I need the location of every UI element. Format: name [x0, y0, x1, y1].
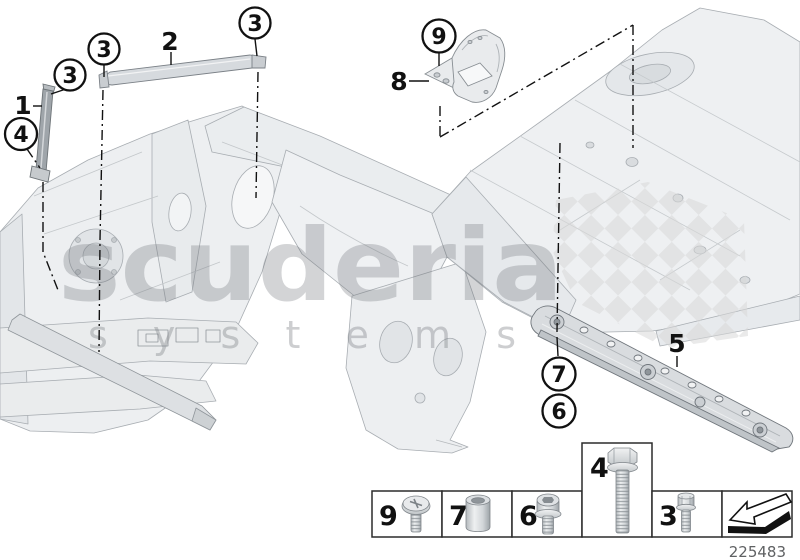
callout-circle-4[interactable]: 4 [3, 116, 39, 152]
part-1-brace[interactable] [29, 83, 56, 183]
svg-text:6: 6 [551, 400, 566, 425]
leader-lines [26, 24, 678, 367]
callout-circle-3a[interactable]: 3 [53, 58, 87, 92]
legend-number-4: 4 [590, 453, 609, 484]
svg-text:7: 7 [551, 363, 566, 388]
svg-text:4: 4 [13, 123, 28, 148]
callout-label-1[interactable]: 1 [14, 91, 31, 120]
callout-label-2[interactable]: 2 [161, 27, 178, 56]
frame-rail-upper [0, 317, 259, 374]
legend-number-3: 3 [659, 501, 678, 532]
legend-number-7: 7 [449, 501, 468, 532]
part-8-bracket[interactable] [424, 29, 506, 103]
svg-text:3: 3 [247, 12, 262, 37]
callout-circle-3b[interactable]: 3 [87, 32, 121, 66]
callout-circle-7[interactable]: 7 [541, 356, 577, 392]
watermark-line1: scuderia [58, 207, 563, 324]
hinge-pillar [345, 261, 487, 454]
direction-arrow-icon [728, 493, 793, 534]
hex-flange-bolt-short-icon [676, 492, 696, 533]
hex-flange-bolt-long-icon [607, 447, 638, 534]
callout-label-8[interactable]: 8 [390, 67, 407, 96]
pan-head-screw-icon [401, 495, 431, 533]
svg-text:3: 3 [96, 38, 111, 63]
spacer-sleeve-icon [465, 494, 491, 532]
callout-circle-3c[interactable]: 3 [238, 6, 272, 40]
part-5-reinforcement-plate[interactable] [530, 305, 794, 453]
callout-label-5[interactable]: 5 [668, 329, 685, 358]
legend-number-6: 6 [519, 501, 538, 532]
svg-text:9: 9 [431, 25, 446, 50]
svg-text:3: 3 [62, 64, 77, 89]
socket-head-bolt-icon [534, 493, 562, 535]
callouts: 1 2 8 5 3 3 3 4 9 7 6 [3, 6, 686, 429]
legend-number-9: 9 [379, 501, 398, 532]
checkered-flag-watermark [552, 182, 748, 348]
legend: 9 7 6 4 3 [371, 442, 793, 560]
diagram-number: 225483 [729, 543, 786, 560]
callout-circle-6[interactable]: 6 [541, 393, 577, 429]
callout-circle-9[interactable]: 9 [421, 18, 457, 54]
part-2-strut-bar[interactable] [98, 54, 267, 89]
